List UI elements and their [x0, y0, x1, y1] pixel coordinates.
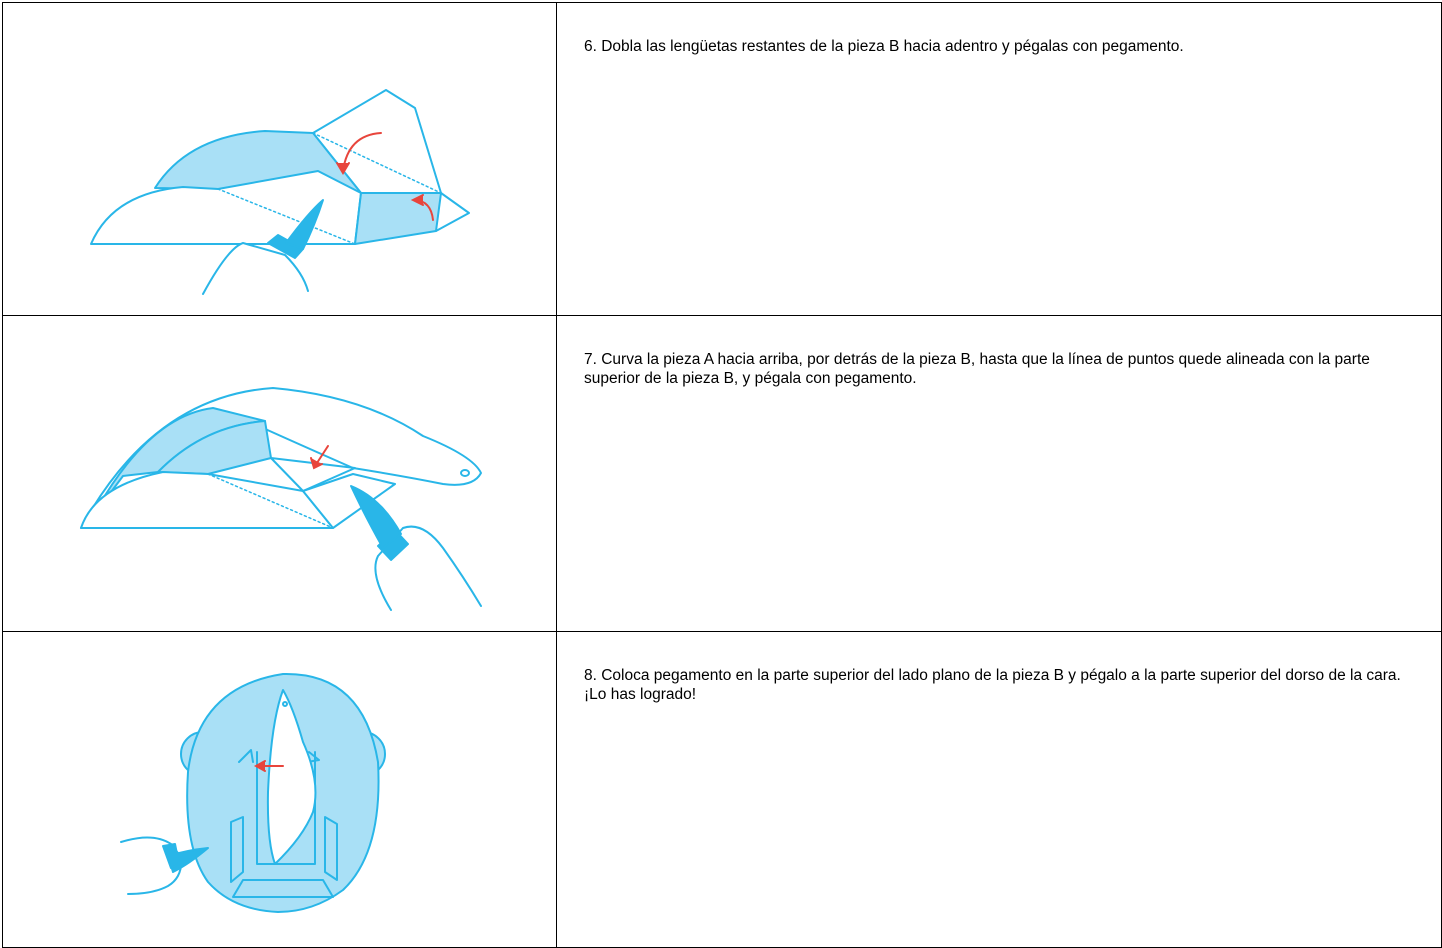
step-8-image-cell	[2, 631, 557, 948]
fold-tabs-illustration	[90, 89, 470, 295]
step-row-6: 6. Dobla las lengüetas restantes de la p…	[2, 2, 1442, 316]
step-row-8: 8. Coloca pegamento en la parte superior…	[2, 631, 1442, 948]
curve-piece-illustration	[80, 387, 482, 611]
step-row-7: 7. Curva la pieza A hacia arriba, por de…	[2, 315, 1442, 632]
attach-to-face-illustration	[120, 672, 386, 913]
step-7-text-cell: 7. Curva la pieza A hacia arriba, por de…	[556, 315, 1442, 632]
step-7-text: 7. Curva la pieza A hacia arriba, por de…	[584, 351, 1370, 387]
step-7-image-cell	[2, 315, 557, 632]
step-8-text-cell: 8. Coloca pegamento en la parte superior…	[556, 631, 1442, 948]
step-6-image-cell	[2, 2, 557, 316]
step-6-text-cell: 6. Dobla las lengüetas restantes de la p…	[556, 2, 1442, 316]
step-8-text: 8. Coloca pegamento en la parte superior…	[584, 667, 1401, 703]
step-6-text: 6. Dobla las lengüetas restantes de la p…	[584, 38, 1184, 55]
